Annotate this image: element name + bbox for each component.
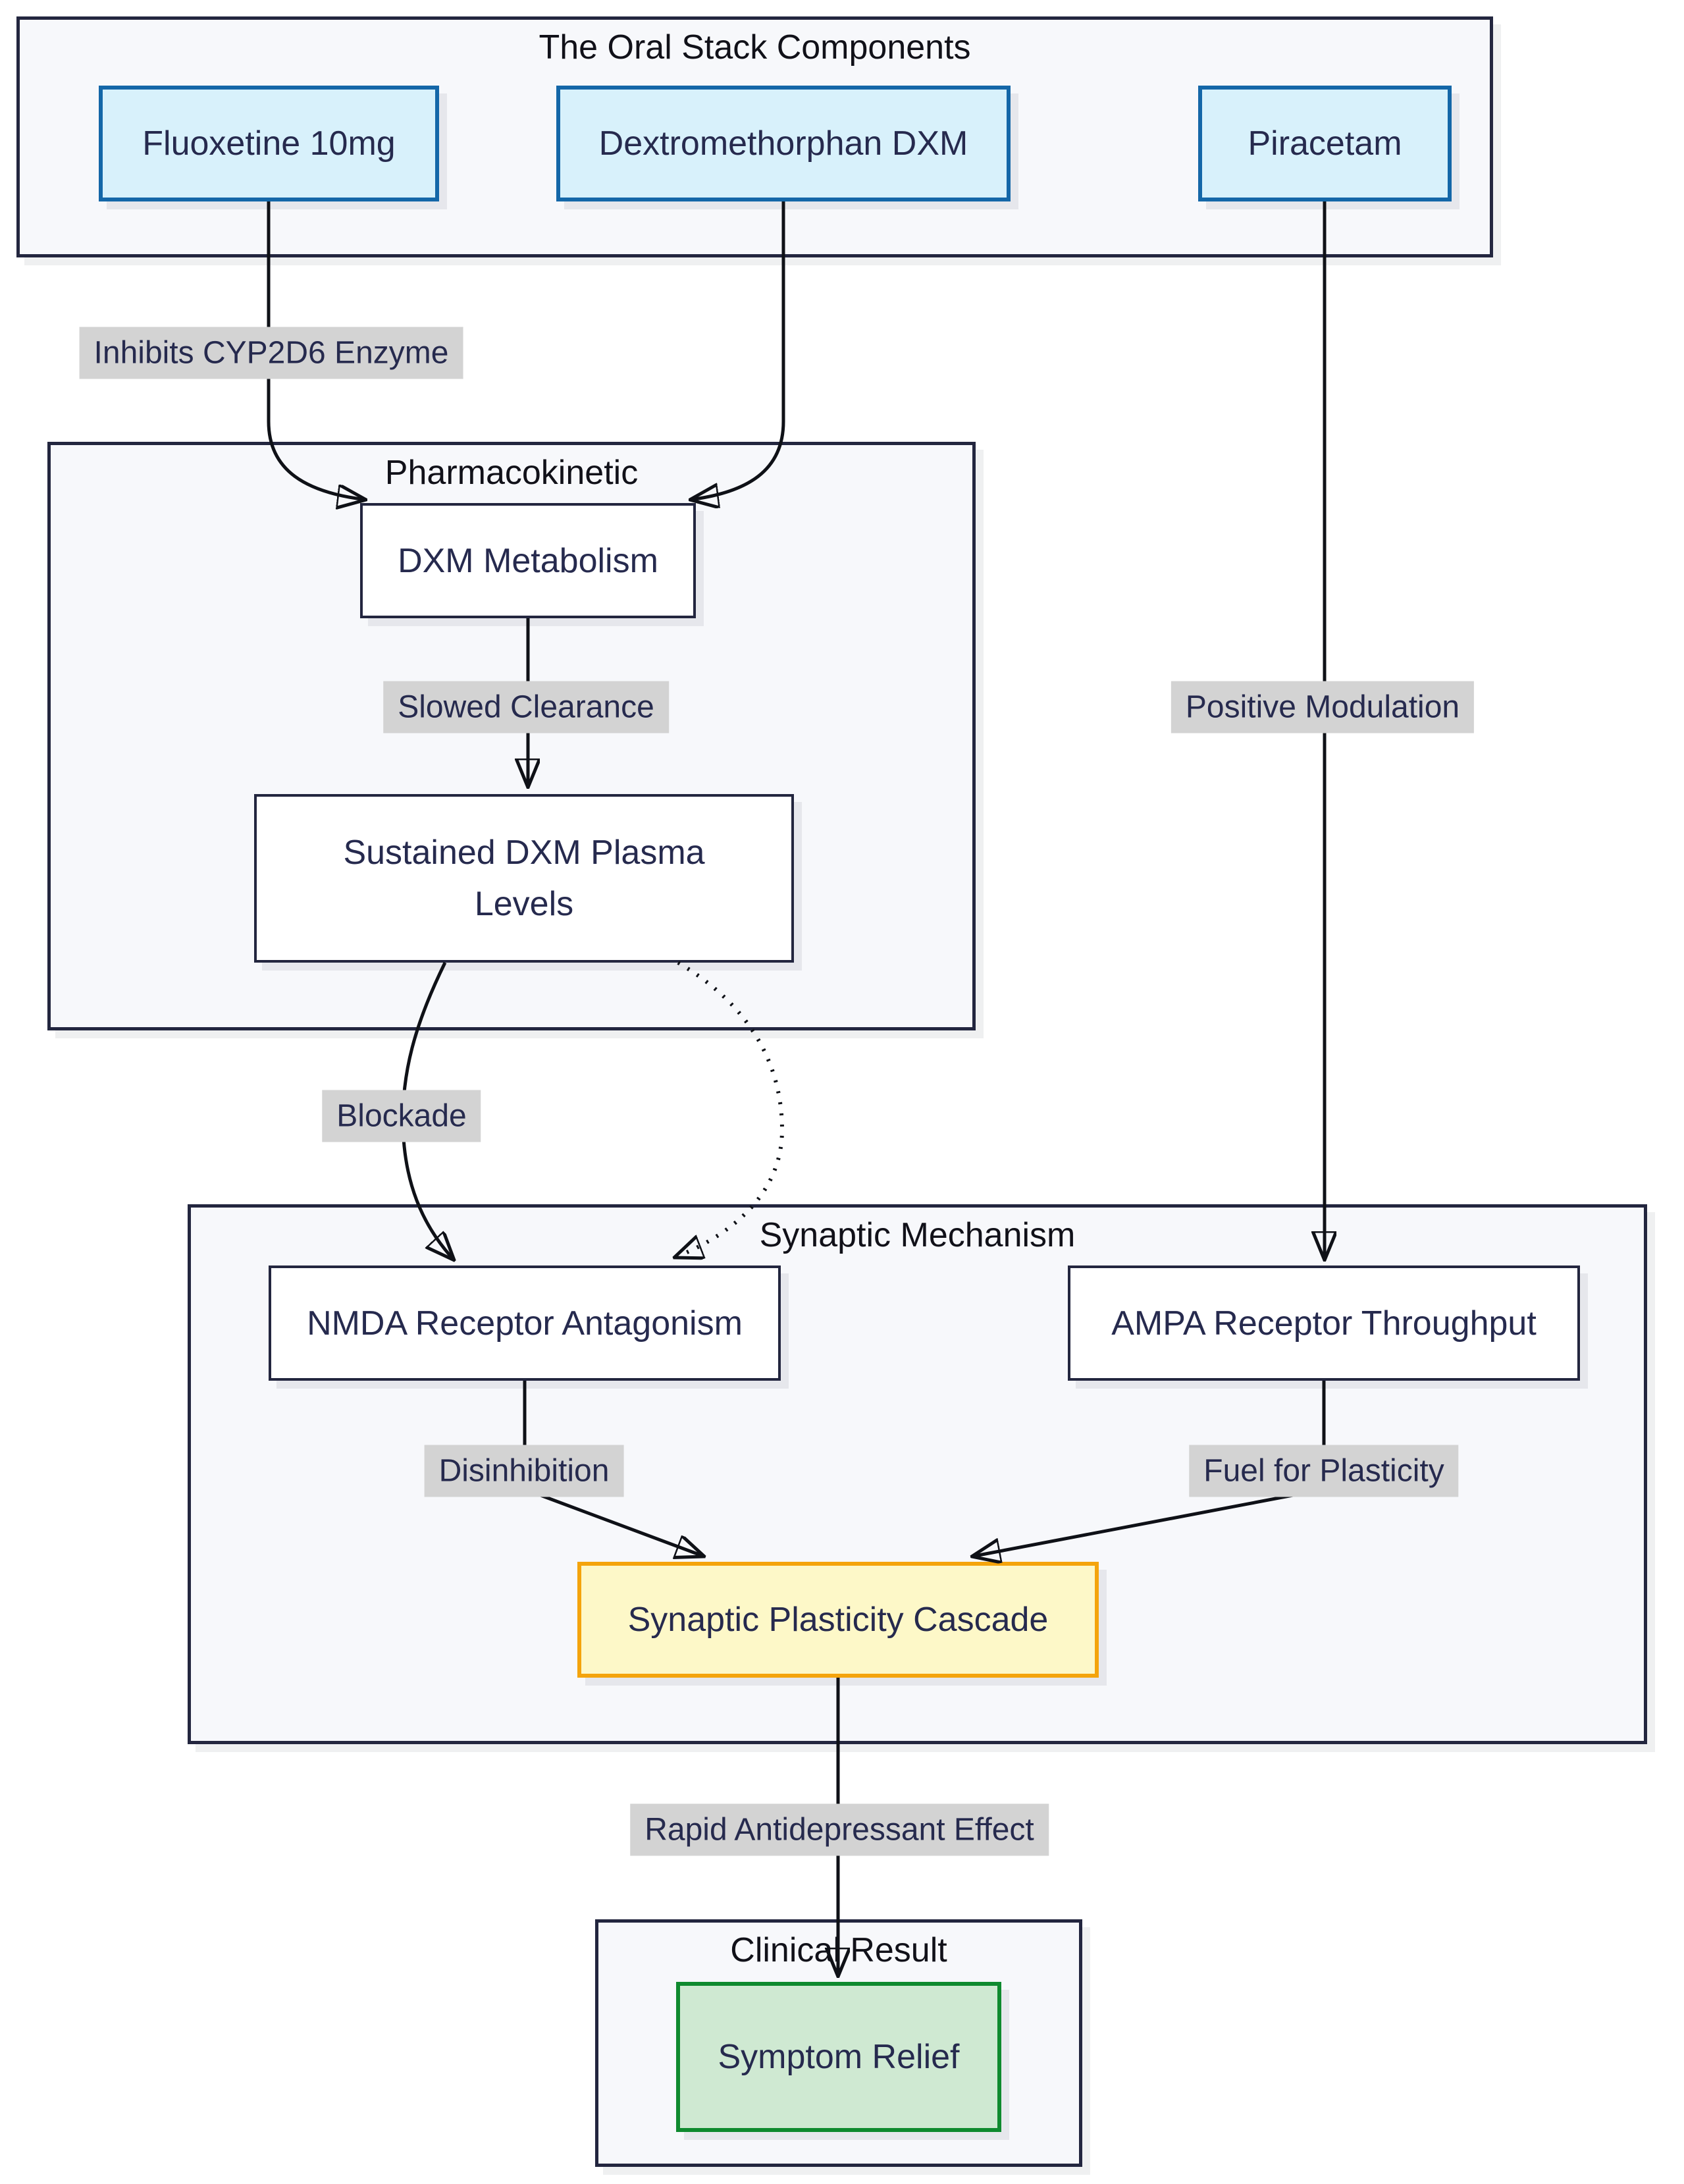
edge-label-positive-modulation: Positive Modulation xyxy=(1171,681,1475,733)
node-dextromethorphan-label: Dextromethorphan DXM xyxy=(598,124,968,163)
container-clinical-result-title: Clinical Result xyxy=(730,1931,947,1969)
node-symptom-relief-label: Symptom Relief xyxy=(718,2038,960,2076)
container-pharmacokinetic-title: Pharmacokinetic xyxy=(384,454,639,492)
node-symptom-relief: Symptom Relief xyxy=(676,1982,1001,2132)
node-synaptic-plasticity-cascade-label: Synaptic Plasticity Cascade xyxy=(627,1601,1049,1639)
node-ampa: AMPA Receptor Throughput xyxy=(1068,1265,1580,1381)
container-oral-stack-title: The Oral Stack Components xyxy=(539,28,971,67)
node-sustained-dxm-label: Sustained DXM Plasma Levels xyxy=(343,834,705,923)
node-ampa-label: AMPA Receptor Throughput xyxy=(1111,1304,1537,1343)
node-piracetam-label: Piracetam xyxy=(1248,124,1402,163)
edge-label-disinhibition: Disinhibition xyxy=(424,1445,624,1497)
edge-label-slowed-clearance: Slowed Clearance xyxy=(383,681,669,733)
edge-label-inhibits-cyp2d6: Inhibits CYP2D6 Enzyme xyxy=(79,327,463,379)
edge-label-rapid-antidepressant: Rapid Antidepressant Effect xyxy=(630,1803,1049,1856)
edge-label-blockade: Blockade xyxy=(322,1090,481,1142)
node-synaptic-plasticity-cascade: Synaptic Plasticity Cascade xyxy=(577,1562,1099,1678)
node-dextromethorphan: Dextromethorphan DXM xyxy=(556,86,1011,201)
container-synaptic-mechanism-title: Synaptic Mechanism xyxy=(759,1216,1076,1254)
node-fluoxetine-label: Fluoxetine 10mg xyxy=(142,124,396,163)
node-dxm-metabolism: DXM Metabolism xyxy=(360,503,696,618)
node-fluoxetine: Fluoxetine 10mg xyxy=(99,86,439,201)
node-sustained-dxm: Sustained DXM Plasma Levels xyxy=(254,794,794,963)
node-dxm-metabolism-label: DXM Metabolism xyxy=(398,541,658,580)
node-nmda: NMDA Receptor Antagonism xyxy=(269,1265,781,1381)
node-piracetam: Piracetam xyxy=(1198,86,1452,201)
node-nmda-label: NMDA Receptor Antagonism xyxy=(307,1304,743,1343)
edge-label-fuel-for-plasticity: Fuel for Plasticity xyxy=(1189,1445,1459,1497)
